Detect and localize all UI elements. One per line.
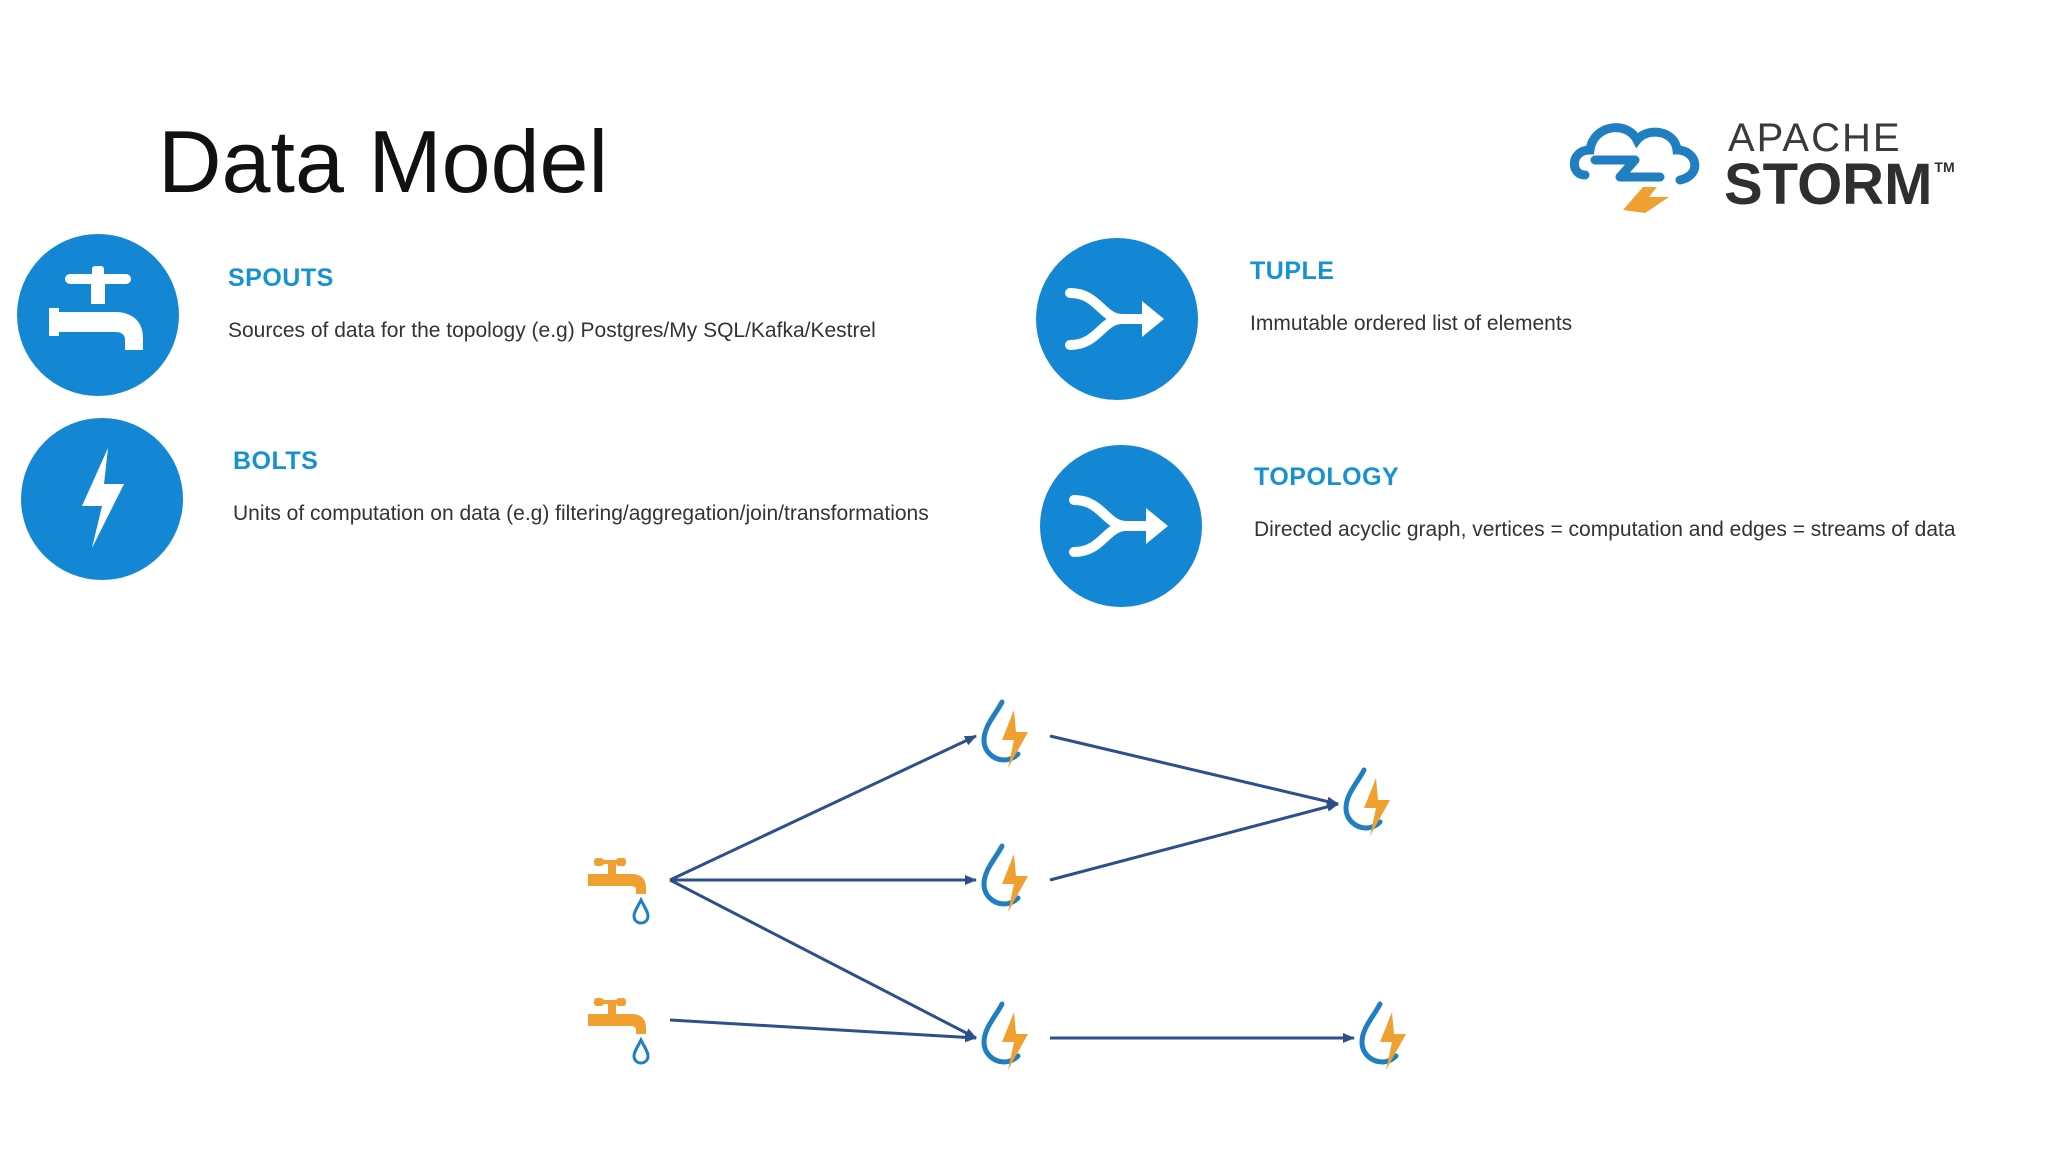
bolts-icon-circle [21, 418, 183, 580]
spouts-description: Sources of data for the topology (e.g) P… [228, 319, 876, 342]
page-title: Data Model [158, 112, 609, 211]
bolt-node-icon [984, 846, 1028, 912]
edge-bolt1-to-bolt4 [1049, 734, 1339, 807]
logo-apache-text: APACHE [1728, 116, 1902, 160]
topology-diagram [588, 680, 1460, 1100]
topology-heading: TOPOLOGY [1254, 463, 1400, 491]
spouts-heading: SPOUTS [228, 264, 334, 292]
merge-arrow-icon [1065, 288, 1164, 350]
edge-spout1-to-bolt1 [669, 734, 977, 882]
tuple-icon-circle [1036, 238, 1198, 400]
edge-spout1-to-bolt3 [669, 878, 977, 1040]
bolts-heading: BOLTS [233, 447, 319, 475]
spouts-icon-circle [17, 234, 179, 396]
water-drop-icon [632, 896, 650, 925]
bolt-node-icon [984, 702, 1028, 768]
topology-icon-circle [1040, 445, 1202, 607]
tuple-heading: TUPLE [1250, 257, 1335, 285]
trademark-mark: TM [1934, 159, 1955, 175]
storm-cloud-logo-icon [1569, 123, 1700, 213]
bolt-node-icon [1346, 770, 1390, 836]
bolt-node-icon [1362, 1004, 1406, 1070]
topology-nodes [588, 702, 1406, 1070]
spout-node-faucet-icon [588, 998, 650, 1065]
topology-description: Directed acyclic graph, vertices = compu… [1254, 518, 1956, 541]
edge-bolt2-to-bolt4 [1049, 801, 1339, 882]
bolt-node-icon [984, 1004, 1028, 1070]
edge-spout2-to-bolt3 [669, 1018, 977, 1043]
water-drop-icon [632, 1036, 650, 1065]
merge-arrow-icon [1069, 495, 1168, 557]
bolts-description: Units of computation on data (e.g) filte… [233, 502, 929, 525]
spout-node-faucet-icon [588, 858, 650, 925]
topology-edges [669, 734, 1355, 1043]
lightning-bolt-icon [82, 448, 124, 548]
faucet-icon [49, 266, 143, 350]
tuple-description: Immutable ordered list of elements [1250, 312, 1573, 335]
